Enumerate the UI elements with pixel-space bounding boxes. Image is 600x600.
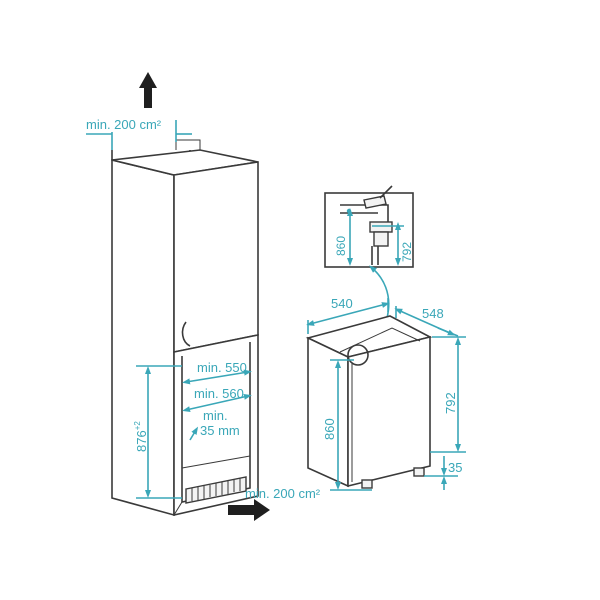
fridge-height-792-dimension: 792 (430, 336, 466, 453)
gap-35mm-label: 35 mm (200, 423, 240, 438)
fridge-width-dimension: 540 (306, 296, 390, 334)
ventilation-grille (185, 476, 247, 504)
niche-depth-dimension: min. 550 (182, 360, 252, 385)
fridge-width-label: 540 (331, 296, 353, 311)
vent-top-dimension: min. 200 cm² (86, 117, 192, 150)
detail-860-label: 860 (334, 236, 348, 256)
fridge-height-860-dimension: 860 (322, 359, 372, 491)
vent-bottom-label: min. 200 cm² (245, 486, 321, 501)
gap-min-label: min. (203, 408, 228, 423)
niche-gap-dimension: min. 35 mm (189, 408, 240, 441)
built-in-fridge (305, 315, 433, 489)
fridge-depth-dimension: 548 (394, 306, 459, 337)
niche-depth-label: min. 550 (197, 360, 247, 375)
niche-width-label: min. 560 (194, 386, 244, 401)
fridge-depth-label: 548 (422, 306, 444, 321)
door-handle (181, 321, 191, 347)
hinge-detail-inset: 860 792 (324, 185, 414, 268)
hinge-marker (347, 344, 369, 366)
fridge-height-792-label: 792 (443, 392, 458, 414)
fridge-feet-dimension: 35 (424, 456, 462, 490)
fridge-height-860-label: 860 (322, 418, 337, 440)
niche-height-dimension: 876+2 (133, 365, 182, 499)
detail-792-label: 792 (400, 242, 414, 262)
fridge-feet-label: 35 (448, 460, 462, 475)
tall-cabinet (111, 139, 259, 517)
niche-width-dimension: min. 560 (182, 386, 252, 413)
vent-top-label: min. 200 cm² (86, 117, 162, 132)
niche-height-label: 876+2 (133, 421, 149, 452)
airflow-in-arrow-icon (228, 499, 270, 521)
airflow-up-arrow-icon (139, 72, 157, 108)
